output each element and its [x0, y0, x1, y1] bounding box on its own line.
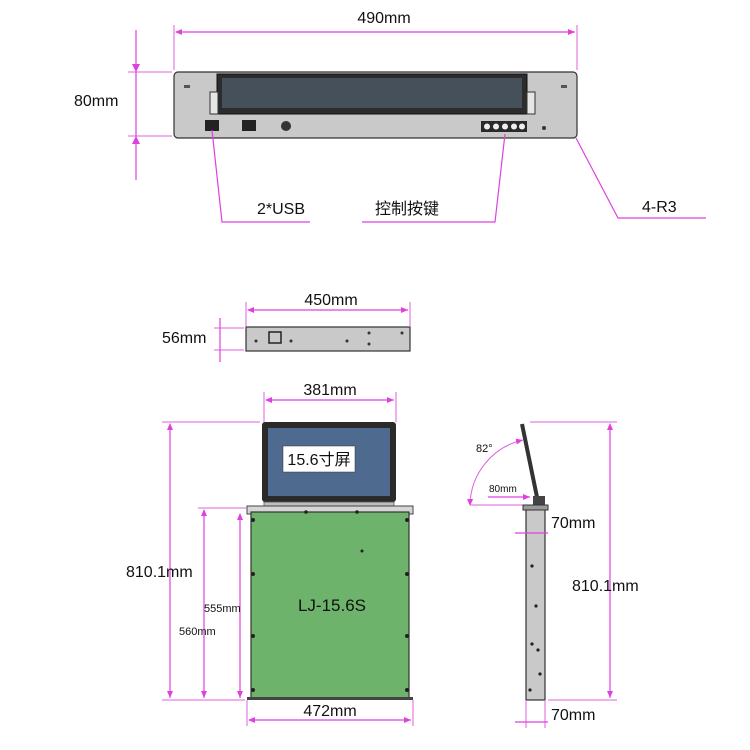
side-screw — [530, 642, 534, 646]
front-screw-right — [561, 85, 567, 88]
top-height-label: 56mm — [162, 330, 206, 347]
body-screw — [251, 518, 255, 522]
top-screw — [345, 339, 349, 343]
keys-label: 控制按键 — [375, 200, 439, 218]
top-panel — [245, 326, 411, 352]
body-screw — [405, 518, 409, 522]
top-screw — [254, 339, 258, 343]
body-screw — [405, 572, 409, 576]
indicator-icon — [542, 126, 546, 130]
control-key-icon — [502, 123, 508, 130]
front-slot-screen-edge — [222, 78, 522, 108]
control-key-icon — [519, 123, 525, 130]
usb-port-icon-2 — [242, 120, 256, 131]
body-screw — [355, 510, 359, 514]
front-screw-left — [184, 85, 190, 88]
side-screw — [534, 604, 538, 608]
top-view: 450mm 56mm — [162, 292, 411, 362]
screen-width-label: 381mm — [303, 382, 356, 399]
angle-arc — [467, 438, 524, 506]
front-bracket-left — [209, 91, 219, 115]
side-screw — [538, 672, 542, 676]
front-bracket-right — [526, 91, 536, 115]
top-port-icon — [268, 331, 282, 344]
front-height-label: 80mm — [74, 93, 118, 110]
body-screw — [405, 634, 409, 638]
control-key-icon — [511, 123, 517, 130]
usb-label: 2*USB — [257, 201, 305, 218]
side-screw — [530, 564, 534, 568]
inner-height-a-label: 555mm — [204, 603, 241, 615]
top-screw — [289, 339, 293, 343]
side-hinge — [533, 496, 545, 506]
front-height-arrow-top — [132, 64, 140, 72]
lift-body — [250, 511, 410, 700]
body-bottom-edge — [247, 697, 413, 700]
screen-label-box — [282, 445, 356, 473]
side-top-flange — [522, 504, 549, 511]
side-screen — [520, 423, 540, 503]
side-total-height-label: 810.1mm — [572, 578, 639, 595]
control-key-icon — [484, 123, 490, 130]
top-width-label: 450mm — [304, 292, 357, 309]
inner-height-b-label: 560mm — [179, 626, 216, 638]
side-top-width-label: 70mm — [551, 515, 595, 532]
control-key-icon — [493, 123, 499, 130]
usb-port-icon — [205, 120, 219, 131]
keys-leader — [362, 133, 506, 223]
body-screw — [304, 510, 308, 514]
top-screw — [367, 342, 371, 346]
body-width-label: 472mm — [303, 703, 356, 720]
body-screw — [360, 549, 364, 553]
body-screw — [251, 634, 255, 638]
front-height-arrow-bottom — [132, 136, 140, 144]
radius-leader — [575, 137, 706, 219]
angle-label: 82° — [476, 443, 493, 455]
offset-label: 80mm — [489, 484, 517, 495]
body-screw — [251, 688, 255, 692]
side-screw — [536, 648, 540, 652]
side-body — [525, 507, 546, 701]
body-screw — [405, 688, 409, 692]
front-width-label: 490mm — [357, 10, 410, 27]
front-view: 490mm 80mm 2*USB 控制按键 4-R3 — [74, 10, 706, 223]
power-button-icon — [281, 121, 291, 131]
usb-leader — [211, 129, 310, 223]
main-total-height-label: 810.1mm — [126, 564, 193, 581]
side-view: 82° 80mm 70mm 810.1mm 70mm — [467, 421, 639, 728]
main-view: 381mm 15.6寸屏 LJ-15.6S 810.1mm 555mm — [126, 382, 414, 726]
radius-label: 4-R3 — [642, 199, 677, 216]
top-screw — [367, 331, 371, 335]
body-screw — [251, 572, 255, 576]
top-screw — [400, 331, 404, 335]
model-label: LJ-15.6S — [298, 596, 366, 615]
side-screw — [528, 688, 532, 692]
side-bottom-width-label: 70mm — [551, 707, 595, 724]
screen-text: 15.6寸屏 — [287, 451, 350, 469]
